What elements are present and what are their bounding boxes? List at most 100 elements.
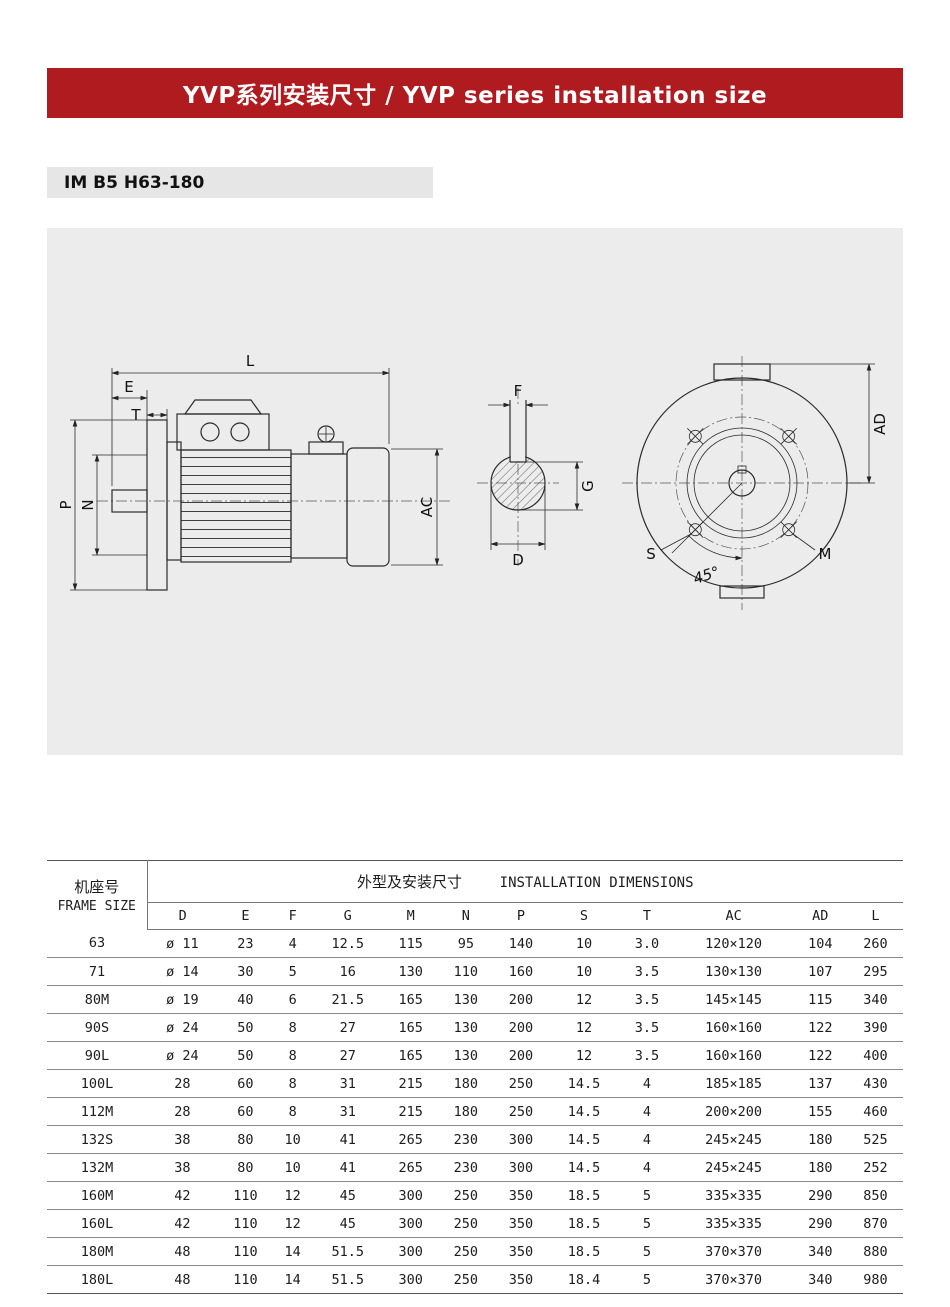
dimension-cell: 18.5 — [548, 1237, 620, 1266]
dimension-cell: 31 — [312, 1069, 384, 1098]
dimension-cell: 21.5 — [312, 985, 384, 1014]
dimension-cell: 12.5 — [312, 929, 384, 958]
dimension-cell: 110 — [217, 1209, 273, 1238]
installation-dimensions-header-en: INSTALLATION DIMENSIONS — [499, 875, 694, 891]
dimension-cell: ø 24 — [147, 1013, 218, 1042]
column-header-n: N — [438, 902, 494, 930]
dimension-cell: 14 — [272, 1237, 313, 1266]
dimension-cell: 295 — [847, 957, 903, 986]
column-header-t: T — [619, 902, 675, 930]
dimension-cell: 18.5 — [548, 1181, 620, 1210]
shaft-section-view: F G D — [477, 382, 597, 569]
frame-size-cell: 180M — [47, 1237, 147, 1266]
dimension-cell: 180 — [438, 1069, 494, 1098]
frame-size-cell: 160M — [47, 1181, 147, 1210]
dimension-cell: 430 — [847, 1069, 903, 1098]
dimension-cell: 122 — [792, 1041, 848, 1070]
dimension-cell: 5 — [272, 957, 313, 986]
dimension-cell: 14.5 — [548, 1069, 620, 1098]
dimension-cell: ø 14 — [147, 957, 218, 986]
dimension-cell: 265 — [383, 1153, 439, 1182]
dimension-cell: 8 — [272, 1097, 313, 1126]
dimension-cell: 51.5 — [312, 1237, 384, 1266]
frame-size-cell: 63 — [47, 929, 147, 958]
dimension-cell: 38 — [147, 1153, 218, 1182]
mounting-code: IM B5 H63-180 — [64, 172, 205, 193]
dimension-cell: 30 — [217, 957, 273, 986]
column-header-f: F — [272, 902, 313, 930]
column-header-p: P — [493, 902, 549, 930]
dimension-cell: 250 — [438, 1209, 494, 1238]
dim-label-m: M — [819, 545, 832, 563]
frame-size-cell: 71 — [47, 957, 147, 986]
dimension-cell: 27 — [312, 1041, 384, 1070]
group-header-row: 机座号 FRAME SIZE 外型及安装尺寸 INSTALLATION DIME… — [47, 860, 903, 930]
installation-dimensions-header-zh: 外型及安装尺寸 — [356, 873, 462, 891]
eye-bolt — [308, 425, 344, 455]
frame-size-cell: 80M — [47, 985, 147, 1014]
dimension-cell: 14.5 — [548, 1125, 620, 1154]
dimension-cell: 160 — [493, 957, 549, 986]
dimension-cell: 122 — [792, 1013, 848, 1042]
dimension-cell: 290 — [792, 1181, 848, 1210]
dimension-cell: 18.5 — [548, 1209, 620, 1238]
dimension-cell: 4 — [619, 1125, 675, 1154]
section-label: IM B5 H63-180 — [47, 167, 433, 198]
dimension-cell: 45 — [312, 1181, 384, 1210]
dim-label-45deg: 45° — [691, 563, 722, 588]
frame-size-cell: 132S — [47, 1125, 147, 1154]
dim-label-l: L — [246, 352, 255, 370]
dimension-cell: 350 — [508, 1271, 534, 1288]
column-header-d: D — [147, 902, 218, 930]
dimension-cell: 250 — [493, 1069, 549, 1098]
frame-size-cell: 132M — [47, 1153, 147, 1182]
dimension-cell: 3.5 — [619, 1013, 675, 1042]
dimensions-table: 机座号 FRAME SIZE 外型及安装尺寸 INSTALLATION DIME… — [47, 860, 903, 1294]
dim-label-n: N — [79, 499, 97, 510]
column-header-ac: AC — [674, 902, 793, 930]
dimension-cell: 245×245 — [674, 1153, 793, 1182]
dimension-cell: 250 — [493, 1097, 549, 1126]
dimension-cell: 400 — [847, 1041, 903, 1070]
dimension-cell: 5 — [619, 1181, 675, 1210]
dimension-cell: 155 — [792, 1097, 848, 1126]
dimension-cell: 300 — [493, 1125, 549, 1154]
column-header-s: S — [548, 902, 620, 930]
dimension-cell: 3.5 — [619, 957, 675, 986]
dimension-cell: 230 — [438, 1125, 494, 1154]
dimension-cell: 110 — [438, 957, 494, 986]
dim-label-ad: AD — [871, 413, 889, 435]
dimension-cell: 8 — [272, 1069, 313, 1098]
dimension-cell: 3.5 — [619, 985, 675, 1014]
dimension-cell: 28 — [147, 1069, 218, 1098]
dim-label-f: F — [514, 382, 523, 400]
column-header-ad: AD — [792, 902, 848, 930]
column-header-l: L — [847, 902, 903, 930]
dimension-cell: 110 — [217, 1237, 273, 1266]
dimension-cell: 5 — [642, 1271, 652, 1288]
dimension-cell: 41 — [312, 1153, 384, 1182]
drawing-panel: L E T P N — [47, 228, 903, 755]
dim-label-s: S — [646, 545, 656, 563]
dimension-cell: 215 — [383, 1069, 439, 1098]
dimension-cell: 130 — [438, 985, 494, 1014]
dimension-cell: 12 — [272, 1181, 313, 1210]
dimension-cell: 4 — [619, 1153, 675, 1182]
dimension-cell: 8 — [272, 1013, 313, 1042]
dimension-cell: 290 — [792, 1209, 848, 1238]
frame-size-header: 机座号 FRAME SIZE — [47, 860, 148, 930]
frame-size-cell: 112M — [47, 1097, 147, 1126]
frame-size-cell: 100L — [47, 1069, 147, 1098]
dimension-cell: 48 — [147, 1237, 218, 1266]
dimension-cell: 80 — [217, 1125, 273, 1154]
dimension-cell: 215 — [383, 1097, 439, 1126]
dimension-cell: 60 — [217, 1069, 273, 1098]
dimension-cell: 12 — [548, 1013, 620, 1042]
dimension-cell: 130 — [438, 1041, 494, 1070]
terminal-box — [176, 399, 270, 451]
dimension-cell: 14 — [284, 1271, 301, 1288]
title-banner: YVP系列安装尺寸 / YVP series installation size — [47, 68, 903, 118]
